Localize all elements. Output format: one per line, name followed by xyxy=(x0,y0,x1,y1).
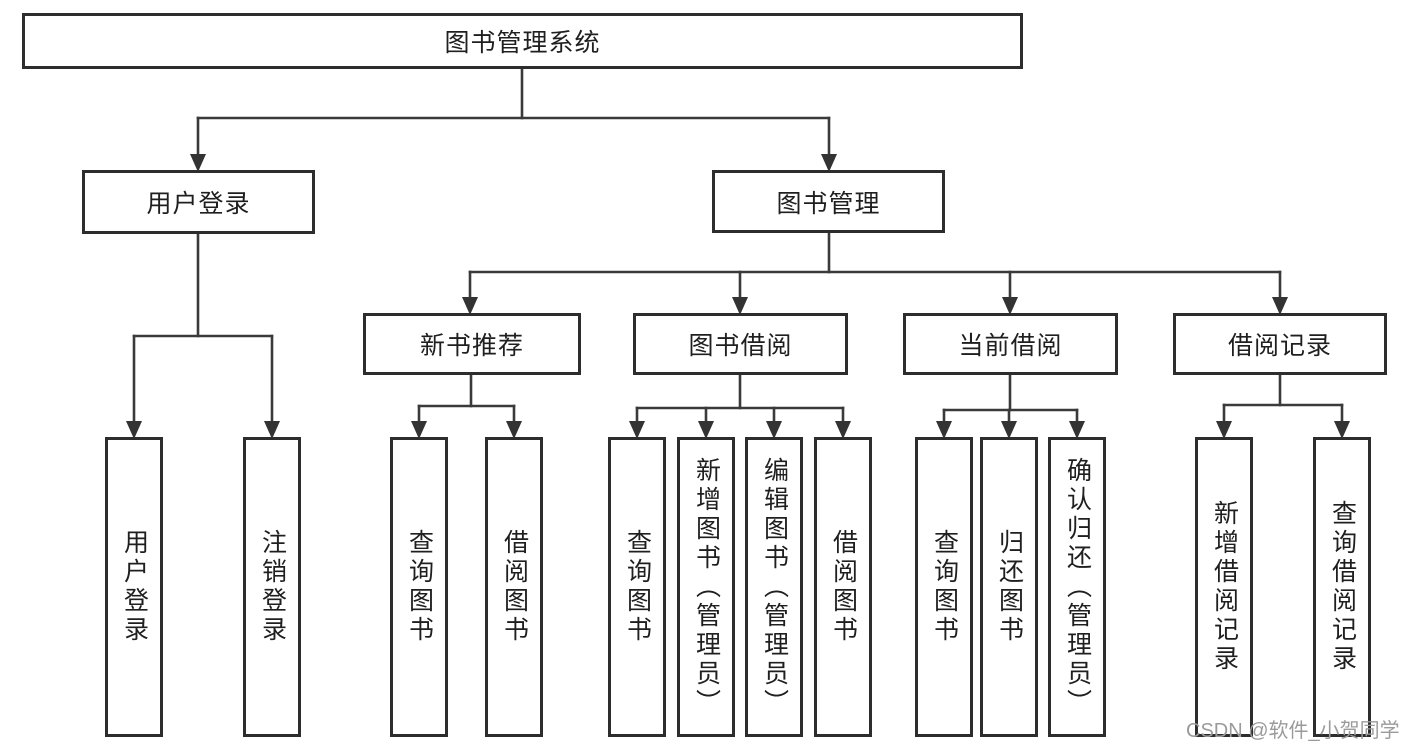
leaf-edit-book-admin-label: 编辑图书（管理员） xyxy=(760,456,789,718)
leaf-edit-book-admin: 编辑图书（管理员） xyxy=(745,437,803,737)
leaf-add-book-admin-label: 新增图书（管理员） xyxy=(692,456,721,718)
leaf-borrow-book-label: 借阅图书 xyxy=(829,529,858,645)
leaf-logout-label: 注销登录 xyxy=(258,529,287,645)
leaf-query-book-recommend-label: 查询图书 xyxy=(405,529,434,645)
node-root-label: 图书管理系统 xyxy=(444,29,601,57)
leaf-query-book-borrow: 查询图书 xyxy=(608,437,666,737)
leaf-query-borrow-record-label: 查询借阅记录 xyxy=(1328,500,1357,674)
leaf-add-borrow-record: 新增借阅记录 xyxy=(1195,437,1253,737)
leaf-query-borrow-record: 查询借阅记录 xyxy=(1313,437,1371,737)
leaf-return-book: 归还图书 xyxy=(980,437,1038,737)
node-book-management: 图书管理 xyxy=(712,170,945,233)
node-new-book-recommend-label: 新书推荐 xyxy=(419,332,524,360)
leaf-query-book-current: 查询图书 xyxy=(915,437,973,737)
leaf-return-book-label: 归还图书 xyxy=(995,529,1024,645)
leaf-confirm-return-admin: 确认归还（管理员） xyxy=(1048,437,1106,737)
leaf-query-book-current-label: 查询图书 xyxy=(930,529,959,645)
leaf-borrow-book-recommend-label: 借阅图书 xyxy=(500,529,529,645)
node-book-borrow: 图书借阅 xyxy=(633,313,848,375)
node-book-management-label: 图书管理 xyxy=(776,189,881,218)
node-user-login-label: 用户登录 xyxy=(146,190,251,218)
node-current-borrow: 当前借阅 xyxy=(903,313,1118,375)
node-borrow-record: 借阅记录 xyxy=(1173,313,1387,375)
leaf-add-borrow-record-label: 新增借阅记录 xyxy=(1210,500,1239,674)
csdn-watermark: CSDN @软件_小贺同学 xyxy=(1186,720,1400,742)
node-current-borrow-label: 当前借阅 xyxy=(958,332,1063,360)
node-root-system: 图书管理系统 xyxy=(22,13,1023,69)
node-borrow-record-label: 借阅记录 xyxy=(1227,332,1332,360)
leaf-query-book-borrow-label: 查询图书 xyxy=(623,529,652,645)
leaf-borrow-book: 借阅图书 xyxy=(814,437,872,737)
node-book-borrow-label: 图书借阅 xyxy=(688,332,793,360)
leaf-user-login-label: 用户登录 xyxy=(120,529,149,645)
leaf-add-book-admin: 新增图书（管理员） xyxy=(677,437,735,737)
leaf-borrow-book-recommend: 借阅图书 xyxy=(485,437,543,737)
leaf-query-book-recommend: 查询图书 xyxy=(390,437,448,737)
leaf-user-login: 用户登录 xyxy=(105,437,163,737)
node-user-login: 用户登录 xyxy=(82,170,315,234)
leaf-confirm-return-admin-label: 确认归还（管理员） xyxy=(1063,456,1092,718)
node-new-book-recommend: 新书推荐 xyxy=(363,313,581,375)
leaf-logout: 注销登录 xyxy=(243,437,301,737)
